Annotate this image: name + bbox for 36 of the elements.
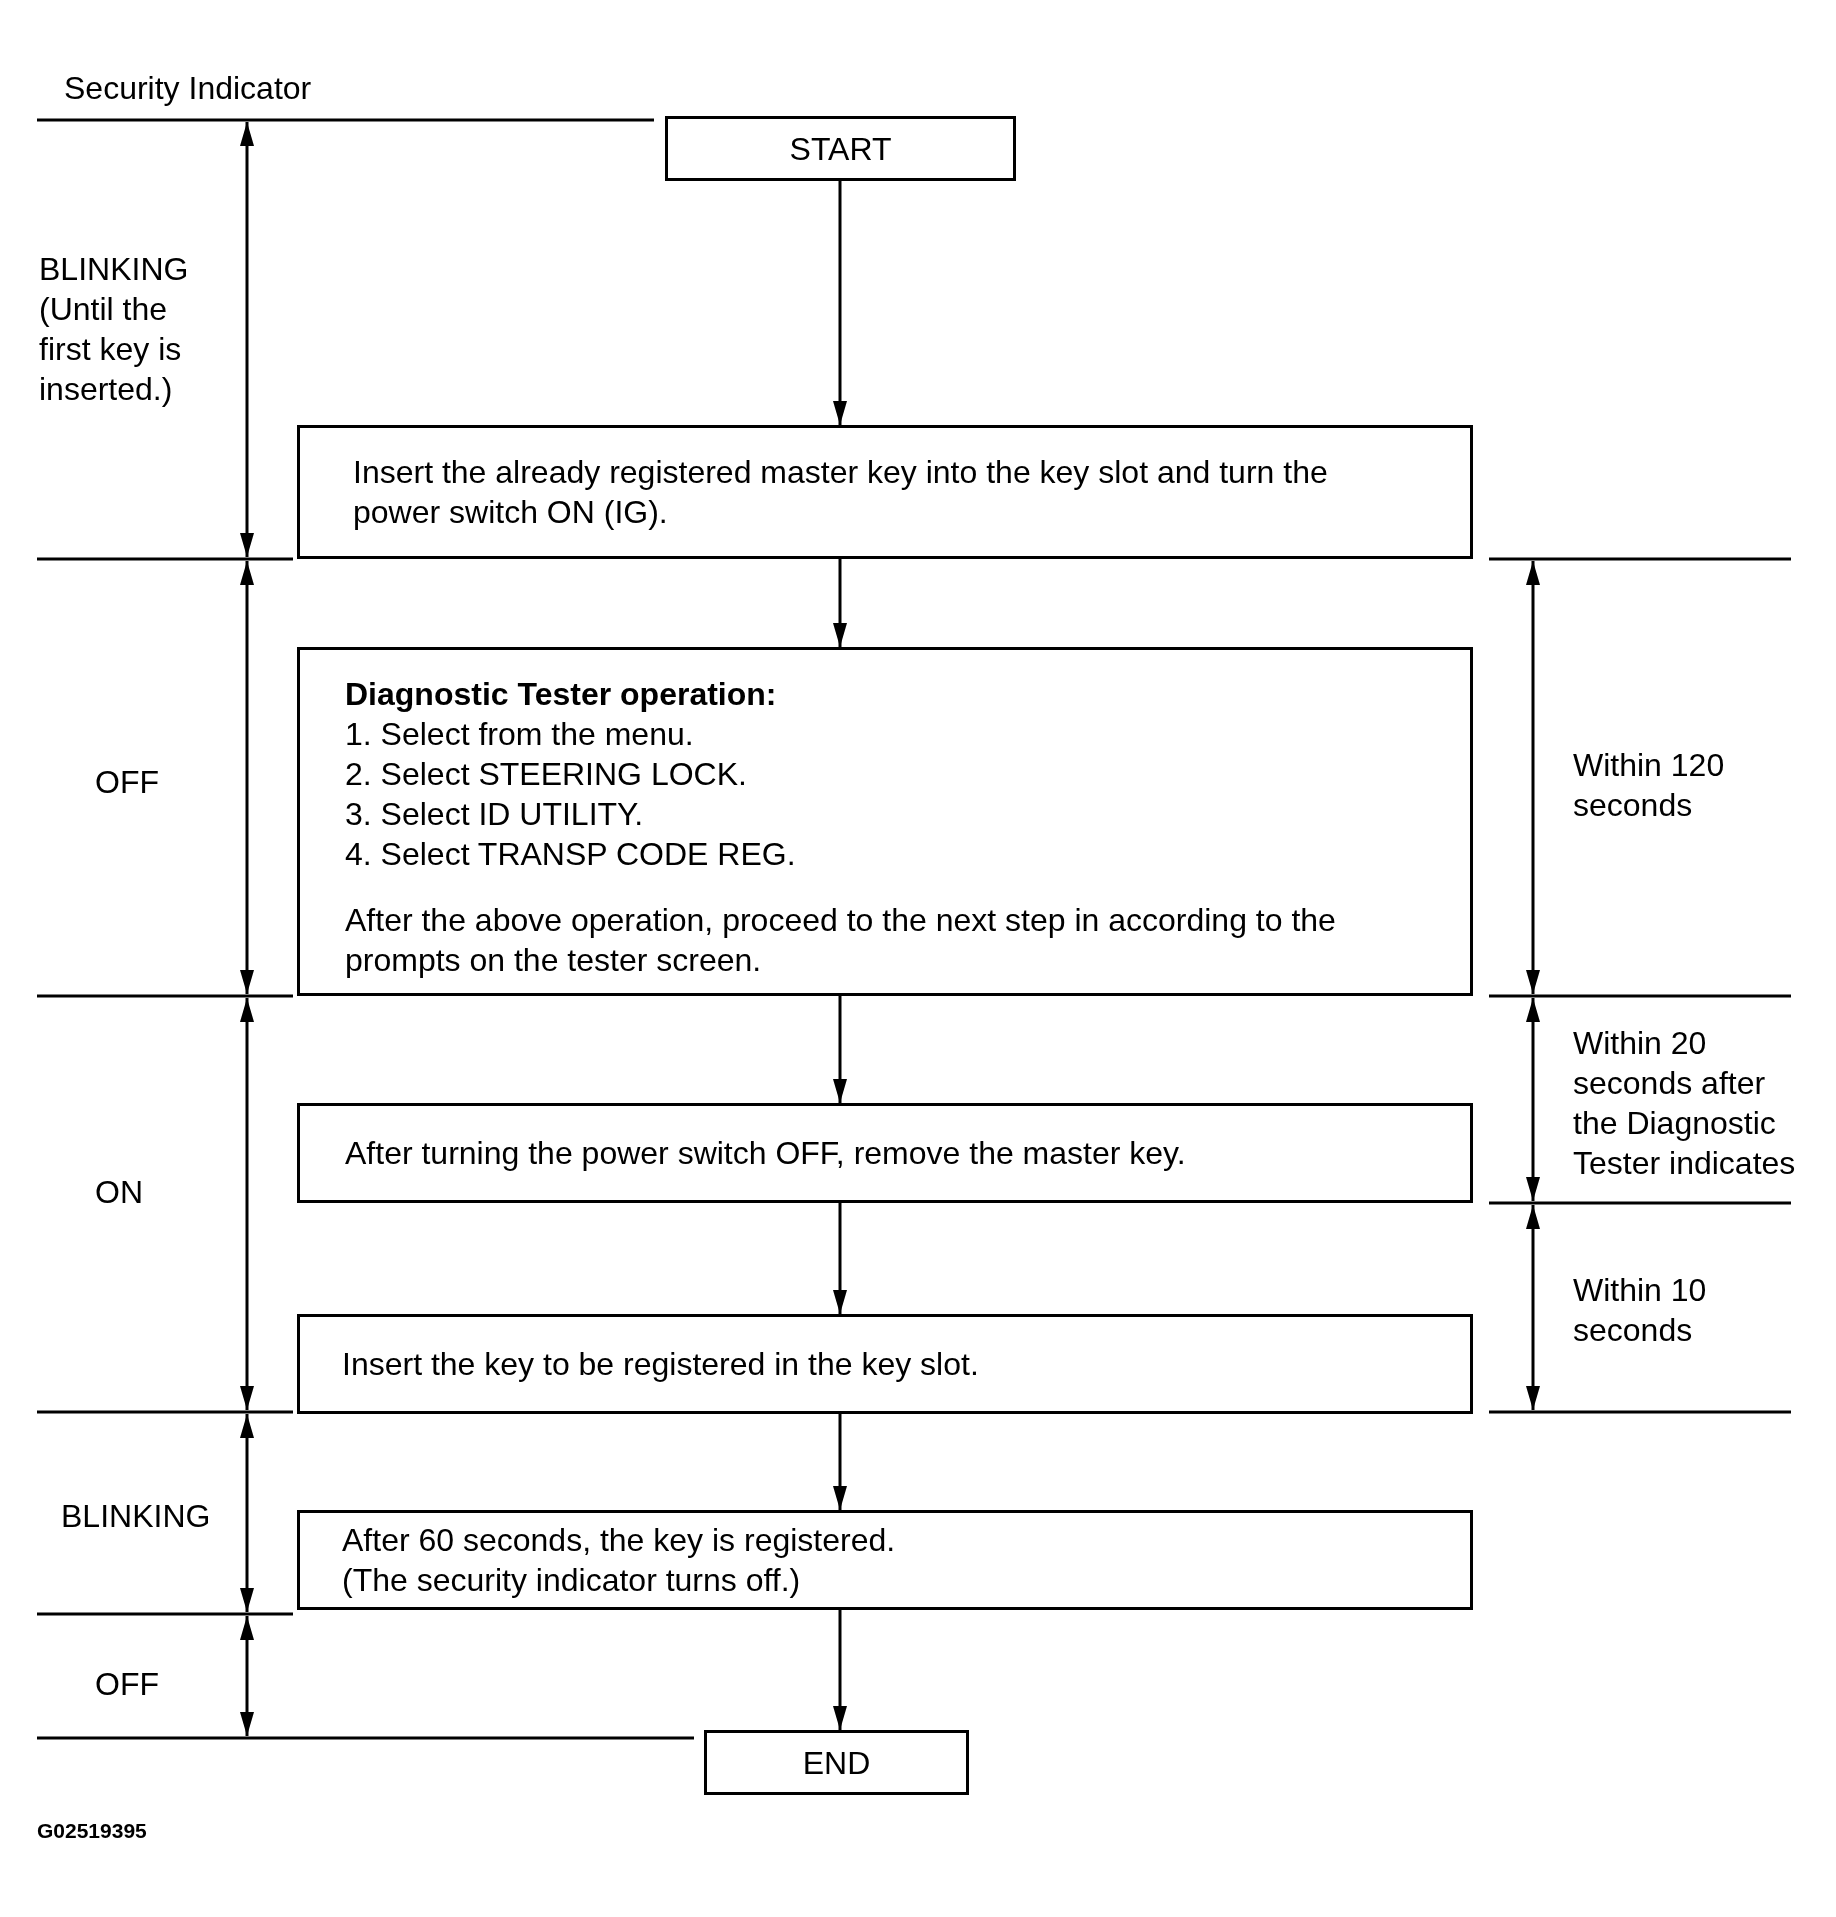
- duration-label: Within 120 seconds: [1573, 746, 1726, 825]
- terminal-box: [665, 116, 1016, 181]
- box-text: Insert the key to be registered in the key slot.: [342, 1345, 980, 1384]
- duration-label: Within 10 seconds: [1573, 1271, 1708, 1350]
- state-label: BLINKING (Until the first key is inserted.): [39, 250, 190, 409]
- process-box: [297, 1314, 1473, 1414]
- result-text: After 60 seconds, the key is registered.: [342, 1521, 897, 1560]
- state-label: OFF: [95, 1665, 160, 1704]
- state-label: OFF: [95, 763, 160, 802]
- box-text: START: [788, 129, 893, 169]
- state-label: BLINKING: [61, 1497, 212, 1536]
- step-text: 2. Select STEERING LOCK.: [345, 755, 748, 794]
- note-text: (The security indicator turns off.): [342, 1561, 802, 1600]
- step-text: 3. Select ID UTILITY.: [345, 795, 645, 834]
- column-heading: Security Indicator: [64, 69, 313, 108]
- box-text: Insert the already registered master key into the key slot and turn the power switch ON (IG).: [353, 453, 1329, 532]
- process-box: [297, 425, 1473, 559]
- state-label: ON: [95, 1173, 144, 1212]
- process-box: [297, 1510, 1473, 1610]
- arrow: [833, 559, 847, 647]
- duration-label: Within 20 seconds after the Diagnostic Tester indicates: [1573, 1024, 1797, 1183]
- arrow: [833, 1414, 847, 1510]
- process-box: [297, 1103, 1473, 1203]
- terminal-box: [704, 1730, 969, 1795]
- arrow: [833, 181, 847, 425]
- heading-text: Diagnostic Tester operation:: [345, 675, 778, 714]
- arrow: [833, 1203, 847, 1314]
- arrow: [833, 996, 847, 1103]
- instruction-text: After the above operation, proceed to the next step in according to the prompts on the tester screen.: [345, 901, 1337, 980]
- step-text: 1. Select from the menu.: [345, 715, 695, 754]
- step-text: 4. Select TRANSP CODE REG.: [345, 835, 797, 874]
- figure-code: G02519395: [37, 1818, 147, 1844]
- box-text: END: [801, 1743, 872, 1783]
- process-box: [297, 647, 1473, 996]
- arrow: [833, 1610, 847, 1730]
- box-text: After turning the power switch OFF, remove the master key.: [345, 1134, 1187, 1173]
